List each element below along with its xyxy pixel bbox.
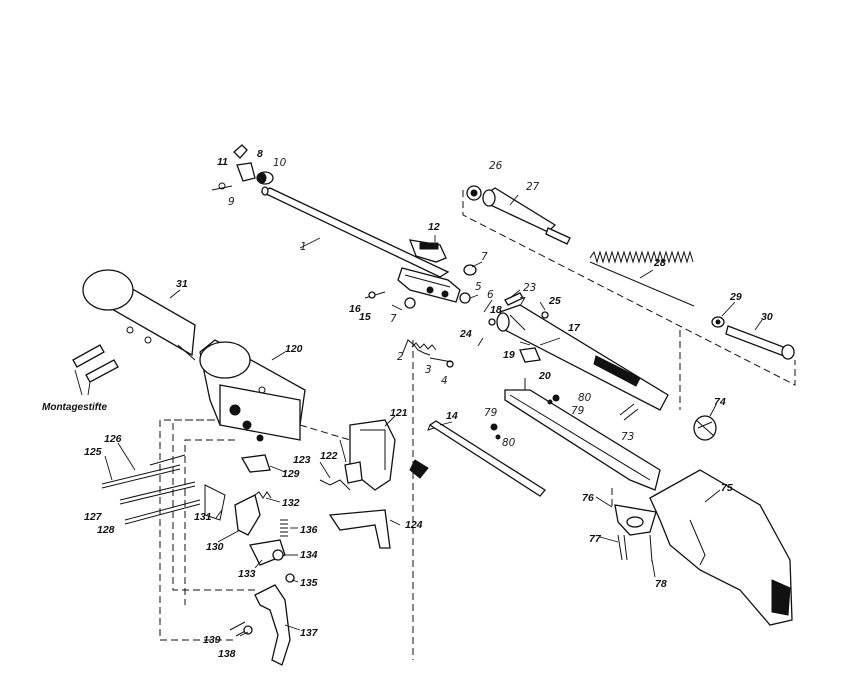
part-labels: 1 2 3 4 5 6 7 7 7 8 9 10 11 12 14 15 16 … xyxy=(42,148,773,660)
barrel-group xyxy=(211,144,477,368)
label-part-134: 134 xyxy=(300,549,318,561)
label-part-128: 128 xyxy=(97,524,115,536)
label-part-75: 75 xyxy=(721,482,733,494)
label-part-23: 23 xyxy=(523,282,536,294)
label-part-137: 137 xyxy=(300,627,319,639)
label-part-7c: 7 xyxy=(519,296,526,308)
label-part-1: 1 xyxy=(300,241,307,253)
label-part-138: 138 xyxy=(218,648,236,660)
assembly-dashed-lines xyxy=(159,190,796,660)
label-part-135: 135 xyxy=(300,577,318,589)
label-part-125: 125 xyxy=(84,446,102,458)
label-part-131: 131 xyxy=(194,511,212,523)
label-part-29: 29 xyxy=(729,291,742,303)
label-part-7b: 7 xyxy=(390,313,397,325)
stock-group xyxy=(490,389,793,626)
label-part-19: 19 xyxy=(503,349,515,361)
label-part-14: 14 xyxy=(446,410,458,422)
label-part-129: 129 xyxy=(282,468,300,480)
label-part-5: 5 xyxy=(475,281,482,293)
cylinder-group xyxy=(466,185,795,441)
label-part-16: 16 xyxy=(349,303,361,315)
label-part-27: 27 xyxy=(526,181,540,193)
label-part-139: 139 xyxy=(203,634,221,646)
label-part-17: 17 xyxy=(568,322,581,334)
label-part-74: 74 xyxy=(714,396,726,408)
label-part-8: 8 xyxy=(257,148,263,160)
label-part-123: 123 xyxy=(293,454,311,466)
label-part-15: 15 xyxy=(359,311,371,323)
label-part-127: 127 xyxy=(84,511,103,523)
label-part-4: 4 xyxy=(441,375,448,387)
label-part-12: 12 xyxy=(428,221,440,233)
label-part-79b: 79 xyxy=(484,407,498,419)
label-part-24: 24 xyxy=(459,328,472,340)
label-part-120: 120 xyxy=(285,343,303,355)
label-part-26: 26 xyxy=(489,160,503,172)
label-part-133: 133 xyxy=(238,568,256,580)
label-part-79a: 79 xyxy=(571,405,585,417)
label-part-122: 122 xyxy=(320,450,338,462)
label-part-18: 18 xyxy=(490,304,502,316)
label-montagestifte: Montagestifte xyxy=(42,402,107,413)
label-part-80b: 80 xyxy=(502,437,516,449)
label-part-3: 3 xyxy=(425,364,432,376)
label-part-130: 130 xyxy=(206,541,224,553)
leader-lines xyxy=(74,194,763,637)
spring-tube-group xyxy=(488,292,669,411)
mount-group xyxy=(72,269,306,525)
label-part-73: 73 xyxy=(621,431,634,443)
label-part-20: 20 xyxy=(538,370,551,382)
label-part-124: 124 xyxy=(405,519,423,531)
trigger-group xyxy=(204,419,429,666)
label-part-10: 10 xyxy=(273,157,287,169)
label-part-76: 76 xyxy=(582,492,594,504)
label-part-77: 77 xyxy=(589,533,602,545)
label-part-30: 30 xyxy=(761,311,773,323)
label-part-78: 78 xyxy=(655,578,667,590)
cocking-rod xyxy=(427,420,546,497)
label-part-9: 9 xyxy=(228,196,235,208)
label-part-25: 25 xyxy=(548,295,561,307)
label-part-2: 2 xyxy=(397,351,404,363)
label-part-126: 126 xyxy=(104,433,122,445)
label-part-28: 28 xyxy=(653,257,666,269)
label-part-6: 6 xyxy=(487,289,494,301)
label-part-31: 31 xyxy=(176,278,188,290)
label-part-7a: 7 xyxy=(481,251,488,263)
label-part-121: 121 xyxy=(390,407,408,419)
label-part-136: 136 xyxy=(300,524,318,536)
label-part-80a: 80 xyxy=(578,392,592,404)
label-part-132: 132 xyxy=(282,497,300,509)
label-part-11: 11 xyxy=(217,156,228,168)
